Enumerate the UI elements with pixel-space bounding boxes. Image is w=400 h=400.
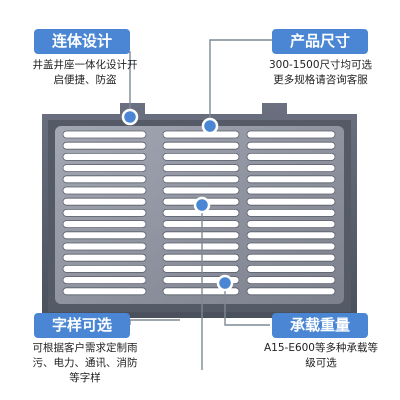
grate-slot [62, 197, 147, 206]
grate-body [55, 126, 344, 304]
note-line: 级可选 [305, 357, 337, 369]
feature-tag-size: 产品尺寸 [272, 29, 368, 54]
callout-line-4 [224, 283, 270, 326]
callout-dot [121, 108, 139, 126]
feature-tag-integrated: 连体设计 [34, 29, 130, 54]
grate-slot [62, 130, 147, 139]
grate-slots [62, 130, 336, 296]
grate-slot [62, 220, 147, 229]
grate-slot [246, 208, 336, 217]
grate-slot [162, 152, 240, 161]
grate-slot [246, 276, 336, 285]
note-line: 井盖井座一体化设计开 [32, 59, 138, 71]
grate-slot [246, 164, 336, 173]
grate-slot [162, 175, 240, 184]
grate-slot [246, 264, 336, 273]
grate-slot [62, 164, 147, 173]
grate-slot [162, 231, 240, 240]
note-line: A15-E600等多种承载等 [263, 342, 378, 354]
grate-slot [246, 141, 336, 150]
grate-slot [246, 242, 336, 251]
callout-dot [193, 196, 211, 214]
grate-slot [162, 253, 240, 262]
grate-slot [162, 220, 240, 229]
grate-slot [246, 175, 336, 184]
feature-note-lettering: 可根据客户需求定制雨 污、电力、通讯、消防 等字样 [10, 341, 160, 386]
grate-slot [62, 242, 147, 251]
callout-line-2 [209, 39, 273, 126]
grate-slot [62, 208, 147, 217]
grate-slot [62, 276, 147, 285]
grate-slot [246, 130, 336, 139]
note-line: 300-1500尺寸均可选 [268, 59, 373, 71]
grate-slot [162, 130, 240, 139]
feature-note-size: 300-1500尺寸均可选 更多规格请咨询客服 [248, 58, 393, 88]
grate-slot [246, 220, 336, 229]
callout-line-3 [129, 319, 180, 325]
grate-slot [246, 186, 336, 195]
grate-slot [162, 164, 240, 173]
grate-slot [162, 141, 240, 150]
note-line: 等字样 [69, 372, 101, 384]
grate-slot [162, 186, 240, 195]
grate-slot [62, 141, 147, 150]
grate-slot [62, 231, 147, 240]
grate-slot [62, 253, 147, 262]
grate-slot [246, 253, 336, 262]
grate-slot [62, 186, 147, 195]
grate-slot [246, 152, 336, 161]
note-line: 启便捷、防盗 [53, 74, 117, 86]
feature-tag-load: 承载重量 [272, 313, 368, 338]
feature-tag-lettering: 字样可选 [34, 313, 130, 338]
callout-dot [201, 117, 219, 135]
grate-slot [162, 242, 240, 251]
feature-note-integrated: 井盖井座一体化设计开 启便捷、防盗 [10, 58, 160, 88]
callout-dot [216, 274, 234, 292]
grate-slot [162, 264, 240, 273]
grate-slot [62, 152, 147, 161]
grate-slot [246, 287, 336, 296]
grate-slot [246, 197, 336, 206]
callout-dots [121, 108, 234, 292]
note-line: 可根据客户需求定制雨 [32, 342, 138, 354]
grate-slot [62, 287, 147, 296]
feature-note-load: A15-E600等多种承载等 级可选 [246, 341, 396, 371]
note-line: 污、电力、通讯、消防 [32, 357, 138, 369]
grate-slot [246, 231, 336, 240]
grate-slot [62, 175, 147, 184]
note-line: 更多规格请咨询客服 [273, 74, 368, 86]
grate-slot [62, 264, 147, 273]
